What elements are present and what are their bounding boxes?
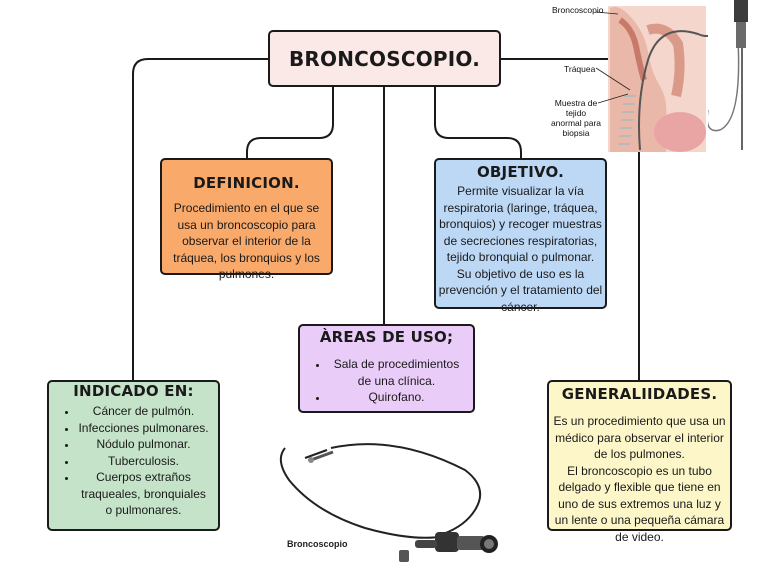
generalidades-title: GENERALIIDADES. (561, 385, 718, 403)
main-title: BRONCOSCOPIO. (288, 46, 480, 71)
list-item: Tuberculosis. (77, 453, 210, 470)
indicado-list: Cáncer de pulmón. Infecciones pulmonares… (49, 403, 210, 519)
anatomy-label-biopsy: Muestra de tejido anormal para biopsia (550, 98, 602, 138)
generalidades-paragraph-2: El broncoscopio es un tubo delgado y fle… (554, 463, 725, 544)
areas-box: ÀREAS DE USO; Sala de procedimientos de … (298, 324, 475, 413)
list-item: Sala de procedimientos de una clínica. (328, 356, 465, 389)
list-item: Quirofano. (328, 389, 465, 406)
scope-handle-drawing (708, 0, 748, 150)
generalidades-text: Es un procedimiento que usa un médico pa… (553, 413, 726, 545)
anatomy-label-scope: Broncoscopio (552, 5, 604, 15)
device-caption: Broncoscopio (287, 539, 348, 549)
areas-list: Sala de procedimientos de una clínica. Q… (300, 356, 465, 406)
areas-title: ÀREAS DE USO; (319, 328, 454, 346)
anatomy-label-trachea: Tráquea (564, 64, 596, 74)
definicion-box: DEFINICION. Procedimiento en el que se u… (160, 158, 333, 281)
list-item: Cuerpos extraños traqueales, bronquiales… (77, 469, 210, 519)
objetivo-title: OBJETIVO. (476, 163, 565, 181)
generalidades-paragraph-1: Es un procedimiento que usa un médico pa… (553, 414, 726, 461)
anatomy-drawing (595, 0, 740, 152)
objetivo-box: OBJETIVO. Permite visualizar la vía resp… (434, 158, 607, 314)
objetivo-paragraph-2: Su objetivo de uso es la prevención y el… (438, 266, 603, 314)
list-item: Infecciones pulmonares. (77, 420, 210, 437)
list-item: Nódulo pulmonar. (77, 436, 210, 453)
indicado-title: INDICADO EN: (73, 382, 194, 400)
generalidades-box: GENERALIIDADES. Es un procedimiento que … (547, 380, 732, 544)
bronchoscope-device-drawing (279, 443, 498, 562)
objetivo-text: Permite visualizar la vía respiratoria (… (436, 183, 605, 315)
objetivo-paragraph-1: Permite visualizar la vía respiratoria (… (439, 184, 602, 264)
main-title-box: BRONCOSCOPIO. (268, 30, 501, 87)
anatomy-illustration: Broncoscopio Tráquea Muestra de tejido a… (548, 0, 740, 152)
definicion-text: Procedimiento en el que se usa un bronco… (173, 201, 320, 281)
list-item: Cáncer de pulmón. (77, 403, 210, 420)
definicion-title: DEFINICION. (193, 174, 300, 192)
areas-list-wrap: Sala de procedimientos de una clínica. Q… (300, 356, 465, 406)
indicado-list-wrap: Cáncer de pulmón. Infecciones pulmonares… (49, 403, 210, 519)
indicado-box: INDICADO EN: Cáncer de pulmón. Infeccion… (47, 380, 220, 531)
